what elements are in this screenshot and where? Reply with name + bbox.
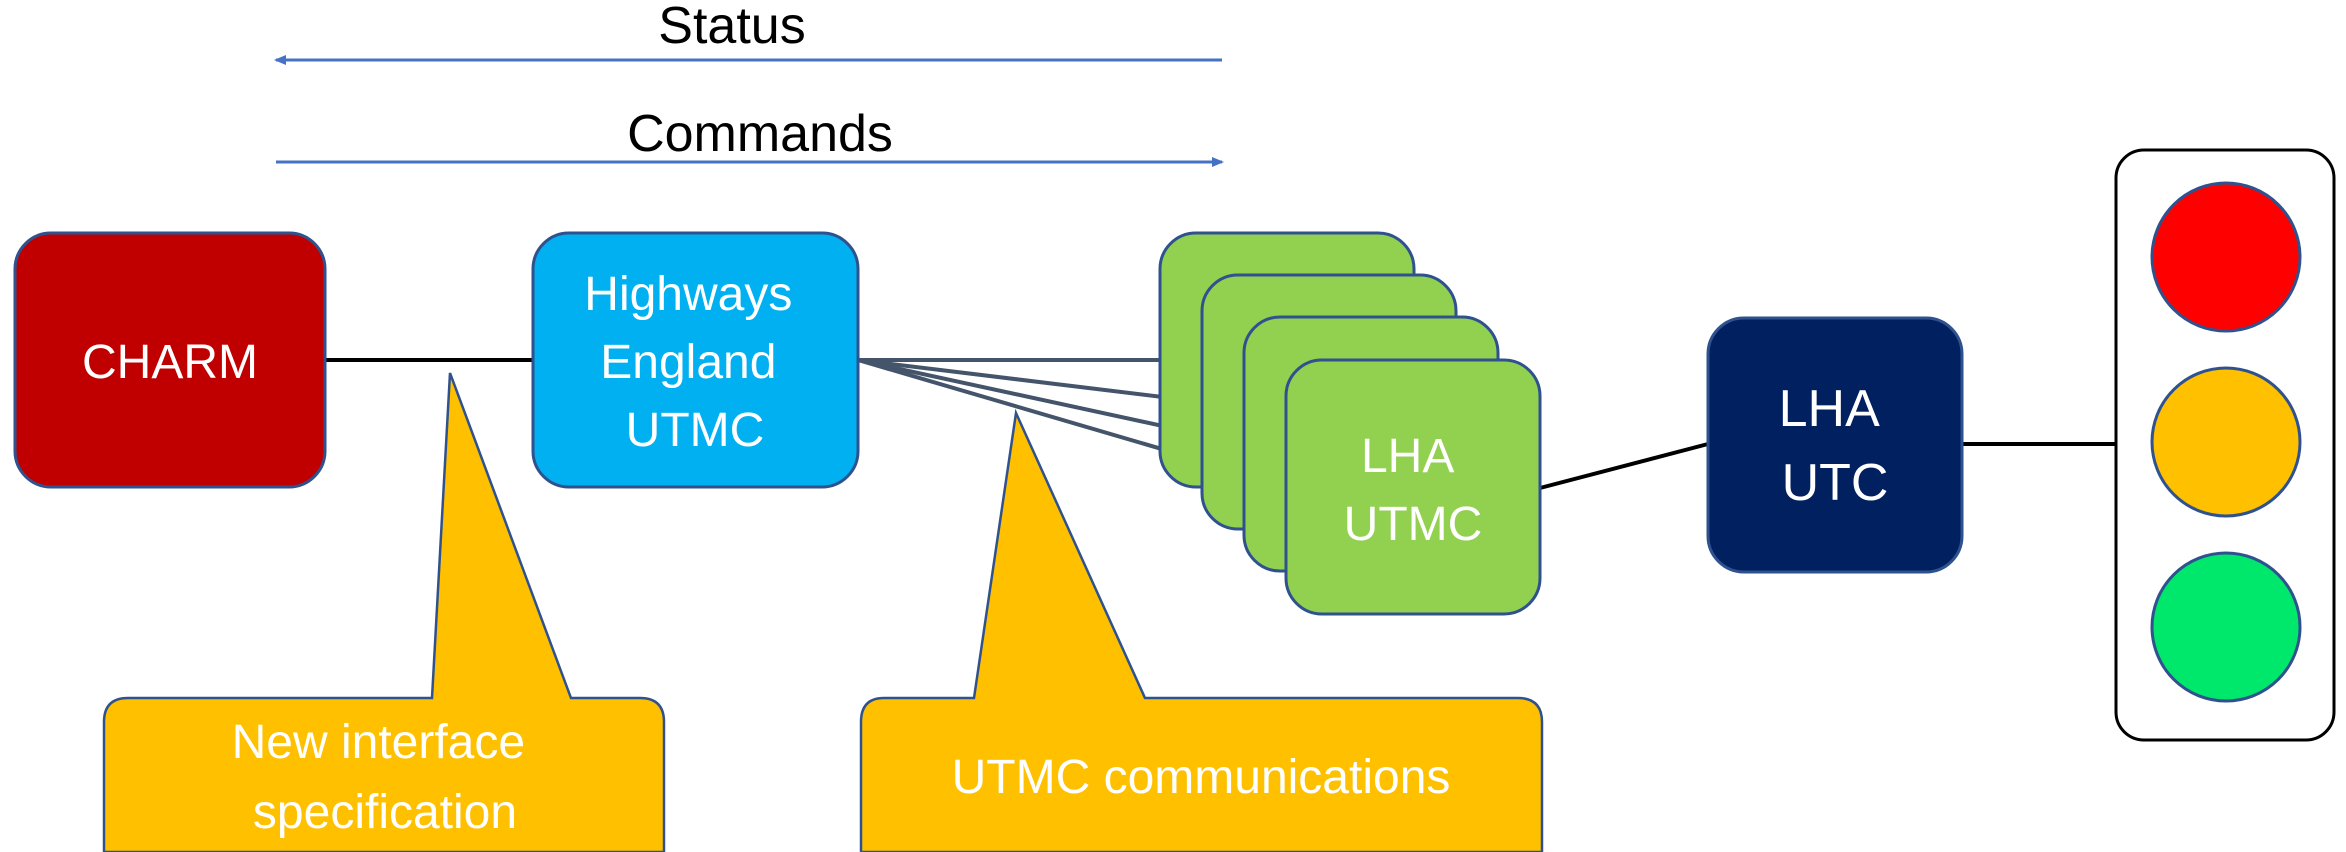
comms-callout-label: UTMC communications: [952, 751, 1451, 804]
lha-utmc-to-utc-link: [1539, 442, 1709, 490]
amber-light: [2150, 366, 2302, 518]
status-label: Status: [658, 0, 805, 55]
red-light: [2150, 181, 2302, 333]
lha-utc-node: LHA UTC: [1706, 316, 1964, 574]
charm-node: CHARM: [13, 231, 327, 489]
interface-callout-label: New interface specification: [232, 716, 539, 839]
lha-utmc-node: LHA UTMC: [1284, 358, 1542, 616]
lha-utmc-label: LHA UTMC: [1344, 430, 1483, 551]
green-light: [2150, 551, 2302, 703]
he-utmc-label: Highways England UTMC: [584, 268, 805, 457]
interface-callout: [102, 372, 666, 852]
traffic-light-icon: [2114, 148, 2336, 742]
commands-label: Commands: [627, 105, 893, 163]
comms-callout: [859, 408, 1544, 852]
lha-utc-label: LHA UTC: [1779, 380, 1892, 512]
lha-utmc-stack: LHA UTMC: [1158, 231, 1542, 616]
he-utmc-node: Highways England UTMC: [531, 231, 860, 489]
charm-label: CHARM: [82, 336, 258, 389]
